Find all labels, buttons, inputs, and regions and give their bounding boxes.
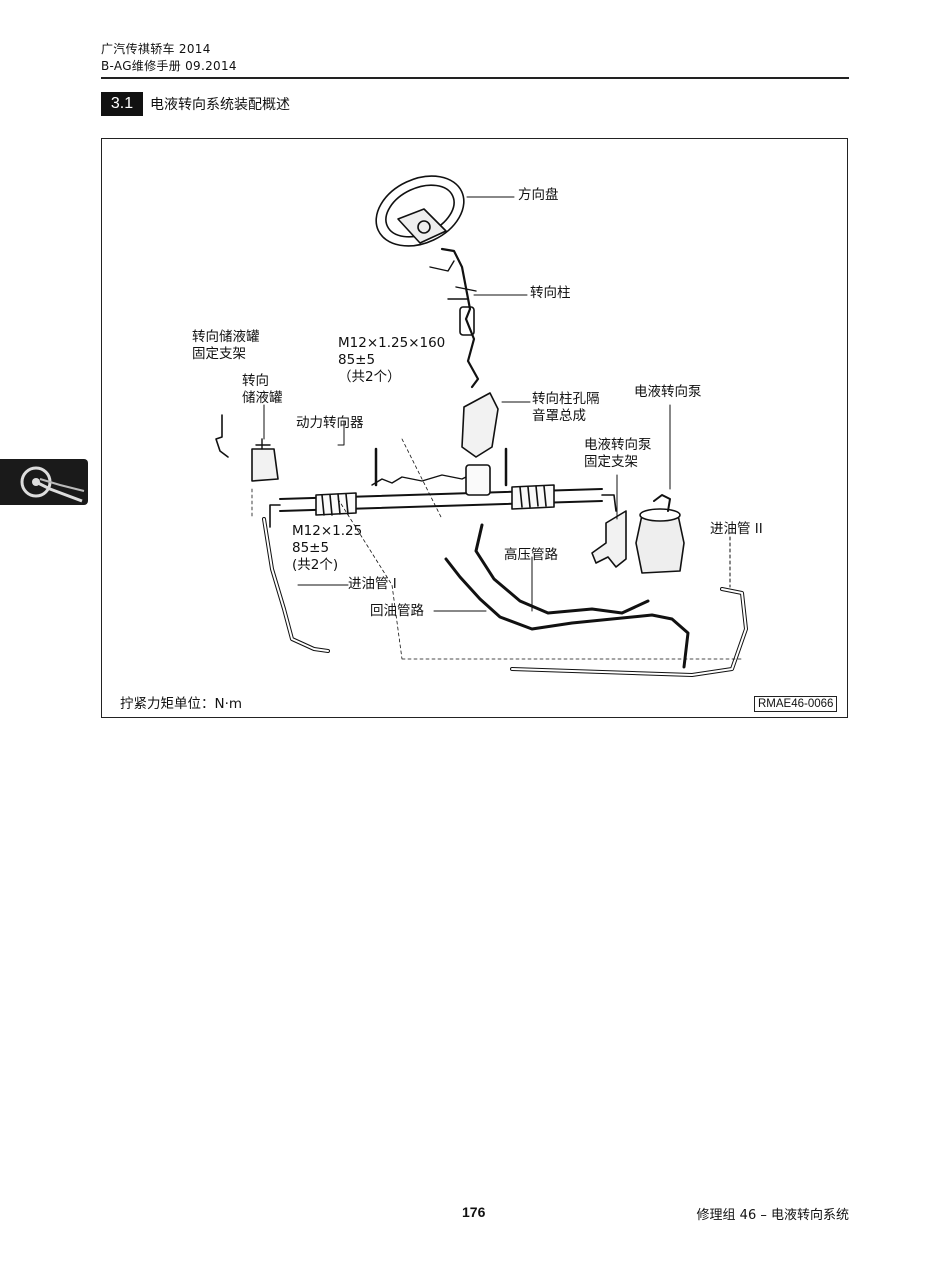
steering-column-shape (440, 247, 480, 389)
section-title: 电液转向系统装配概述 (150, 97, 290, 113)
assembly-figure: 方向盘 转向柱 转向储液罐 固定支架 M12×1.25×160 85±5 （共2… (101, 138, 848, 718)
label-bolt-spec-2: M12×1.25 85±5 (共2个) (292, 523, 363, 573)
figure-code: RMAE46-0066 (754, 696, 838, 712)
torque-unit-note: 拧紧力矩单位：N·m (120, 696, 243, 712)
reservoir-bracket-shape (215, 414, 229, 458)
steering-wheel-shape (375, 175, 465, 247)
header-divider (101, 77, 849, 79)
steering-system-drawing (215, 175, 748, 677)
label-inlet-pipe-2: 进油管 II (710, 521, 763, 537)
page-number: 176 (462, 1204, 486, 1220)
insulator-shape (461, 392, 499, 458)
label-column-hole-insulator: 转向柱孔隔 音罩总成 (532, 391, 600, 424)
label-high-pressure-line: 高压管路 (504, 547, 558, 563)
label-bolt-spec-1: M12×1.25×160 85±5 （共2个） (338, 335, 446, 385)
label-pump: 电液转向泵 (634, 384, 702, 400)
label-reservoir-bracket: 转向储液罐 固定支架 (192, 329, 260, 362)
label-steering-column: 转向柱 (530, 285, 571, 301)
pump-bracket-shape (591, 510, 627, 568)
label-return-line: 回油管路 (370, 603, 424, 619)
label-pump-bracket: 电液转向泵 固定支架 (584, 437, 652, 470)
label-steering-gear: 动力转向器 (296, 415, 364, 431)
label-steering-wheel: 方向盘 (518, 187, 559, 203)
section-number: 3.1 (101, 92, 143, 116)
manual-header-edition: B-AG维修手册 09.2014 (101, 59, 237, 73)
inlet-pipe-2-shape (510, 587, 748, 677)
pump-shape (635, 514, 685, 574)
reservoir-shape (251, 448, 279, 482)
label-reservoir: 转向 储液罐 (242, 373, 283, 406)
steering-wheel-icon (20, 466, 85, 503)
label-inlet-pipe-1: 进油管 I (348, 576, 397, 592)
manual-header-model: 广汽传祺轿车 2014 (101, 42, 211, 56)
chapter-tab (0, 459, 88, 505)
footer-chapter-title: 修理组 46 – 电液转向系统 (696, 1208, 849, 1223)
high-pressure-line-shape (474, 523, 650, 615)
return-line-shape (444, 557, 690, 669)
